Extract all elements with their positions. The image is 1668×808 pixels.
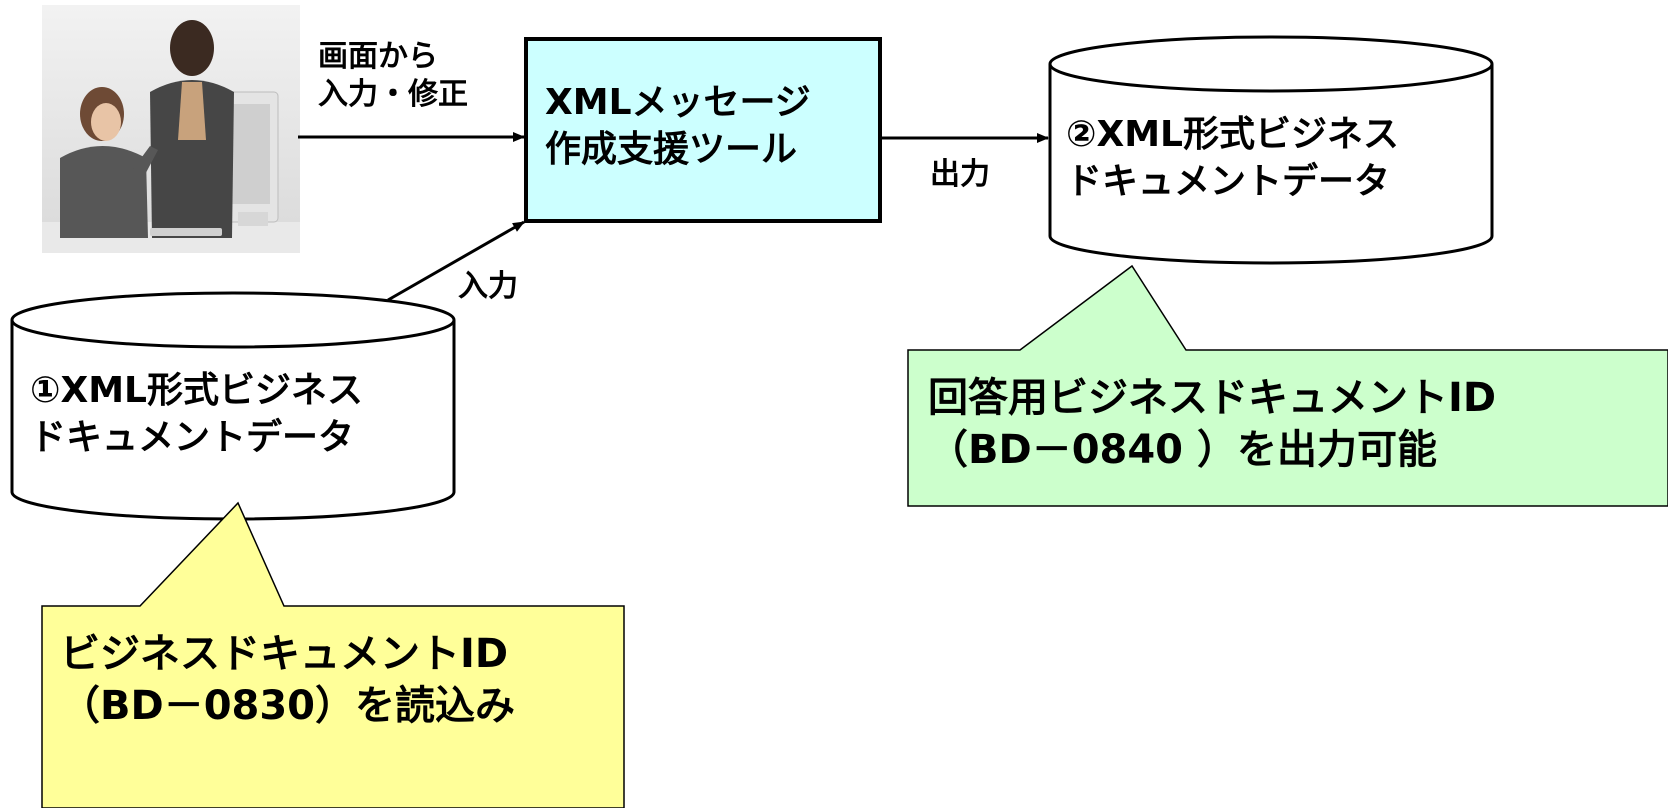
input-callout-text: ビジネスドキュメントID （BD－0830）を読込み: [60, 628, 515, 732]
output-database: [1048, 35, 1494, 265]
screen-input-label-line1: 画面から: [318, 39, 438, 74]
output-callout-shape: [907, 264, 1668, 507]
input-callout-line1: ビジネスドキュメントID: [60, 631, 509, 677]
screen-input-label: 画面から 入力・修正: [318, 38, 468, 113]
tool-label-line2: 作成支援ツール: [545, 128, 798, 170]
tool-box: [524, 37, 882, 223]
output-db-label-line1: ②XML形式ビジネス: [1066, 114, 1400, 155]
screen-input-label-line2: 入力・修正: [318, 76, 468, 112]
output-callout-line2: （BD－0840 ）を出力可能: [928, 427, 1437, 473]
output-db-label: ②XML形式ビジネス ドキュメントデータ: [1066, 112, 1399, 206]
arrow-db-input: [387, 220, 525, 302]
input-db-label-line2: ドキュメントデータ: [30, 416, 355, 458]
input-database: [10, 291, 456, 521]
output-label: 出力: [930, 157, 990, 192]
db-input-label: 入力: [458, 269, 518, 304]
output-callout-text: 回答用ビジネスドキュメントID （BD－0840 ）を出力可能: [928, 372, 1496, 476]
input-db-label-line1: ①XML形式ビジネス: [30, 370, 364, 411]
output-callout-line1: 回答用ビジネスドキュメントID: [928, 375, 1497, 421]
output-db-label-line2: ドキュメントデータ: [1066, 160, 1391, 202]
input-callout-shape: [41, 501, 625, 808]
tool-label: XMLメッセージ 作成支援ツール: [545, 80, 811, 174]
tool-label-line1: XMLメッセージ: [545, 82, 811, 123]
office-workers-photo: [42, 5, 300, 253]
input-db-label: ①XML形式ビジネス ドキュメントデータ: [30, 368, 363, 462]
input-callout-line2: （BD－0830）を読込み: [60, 683, 516, 729]
